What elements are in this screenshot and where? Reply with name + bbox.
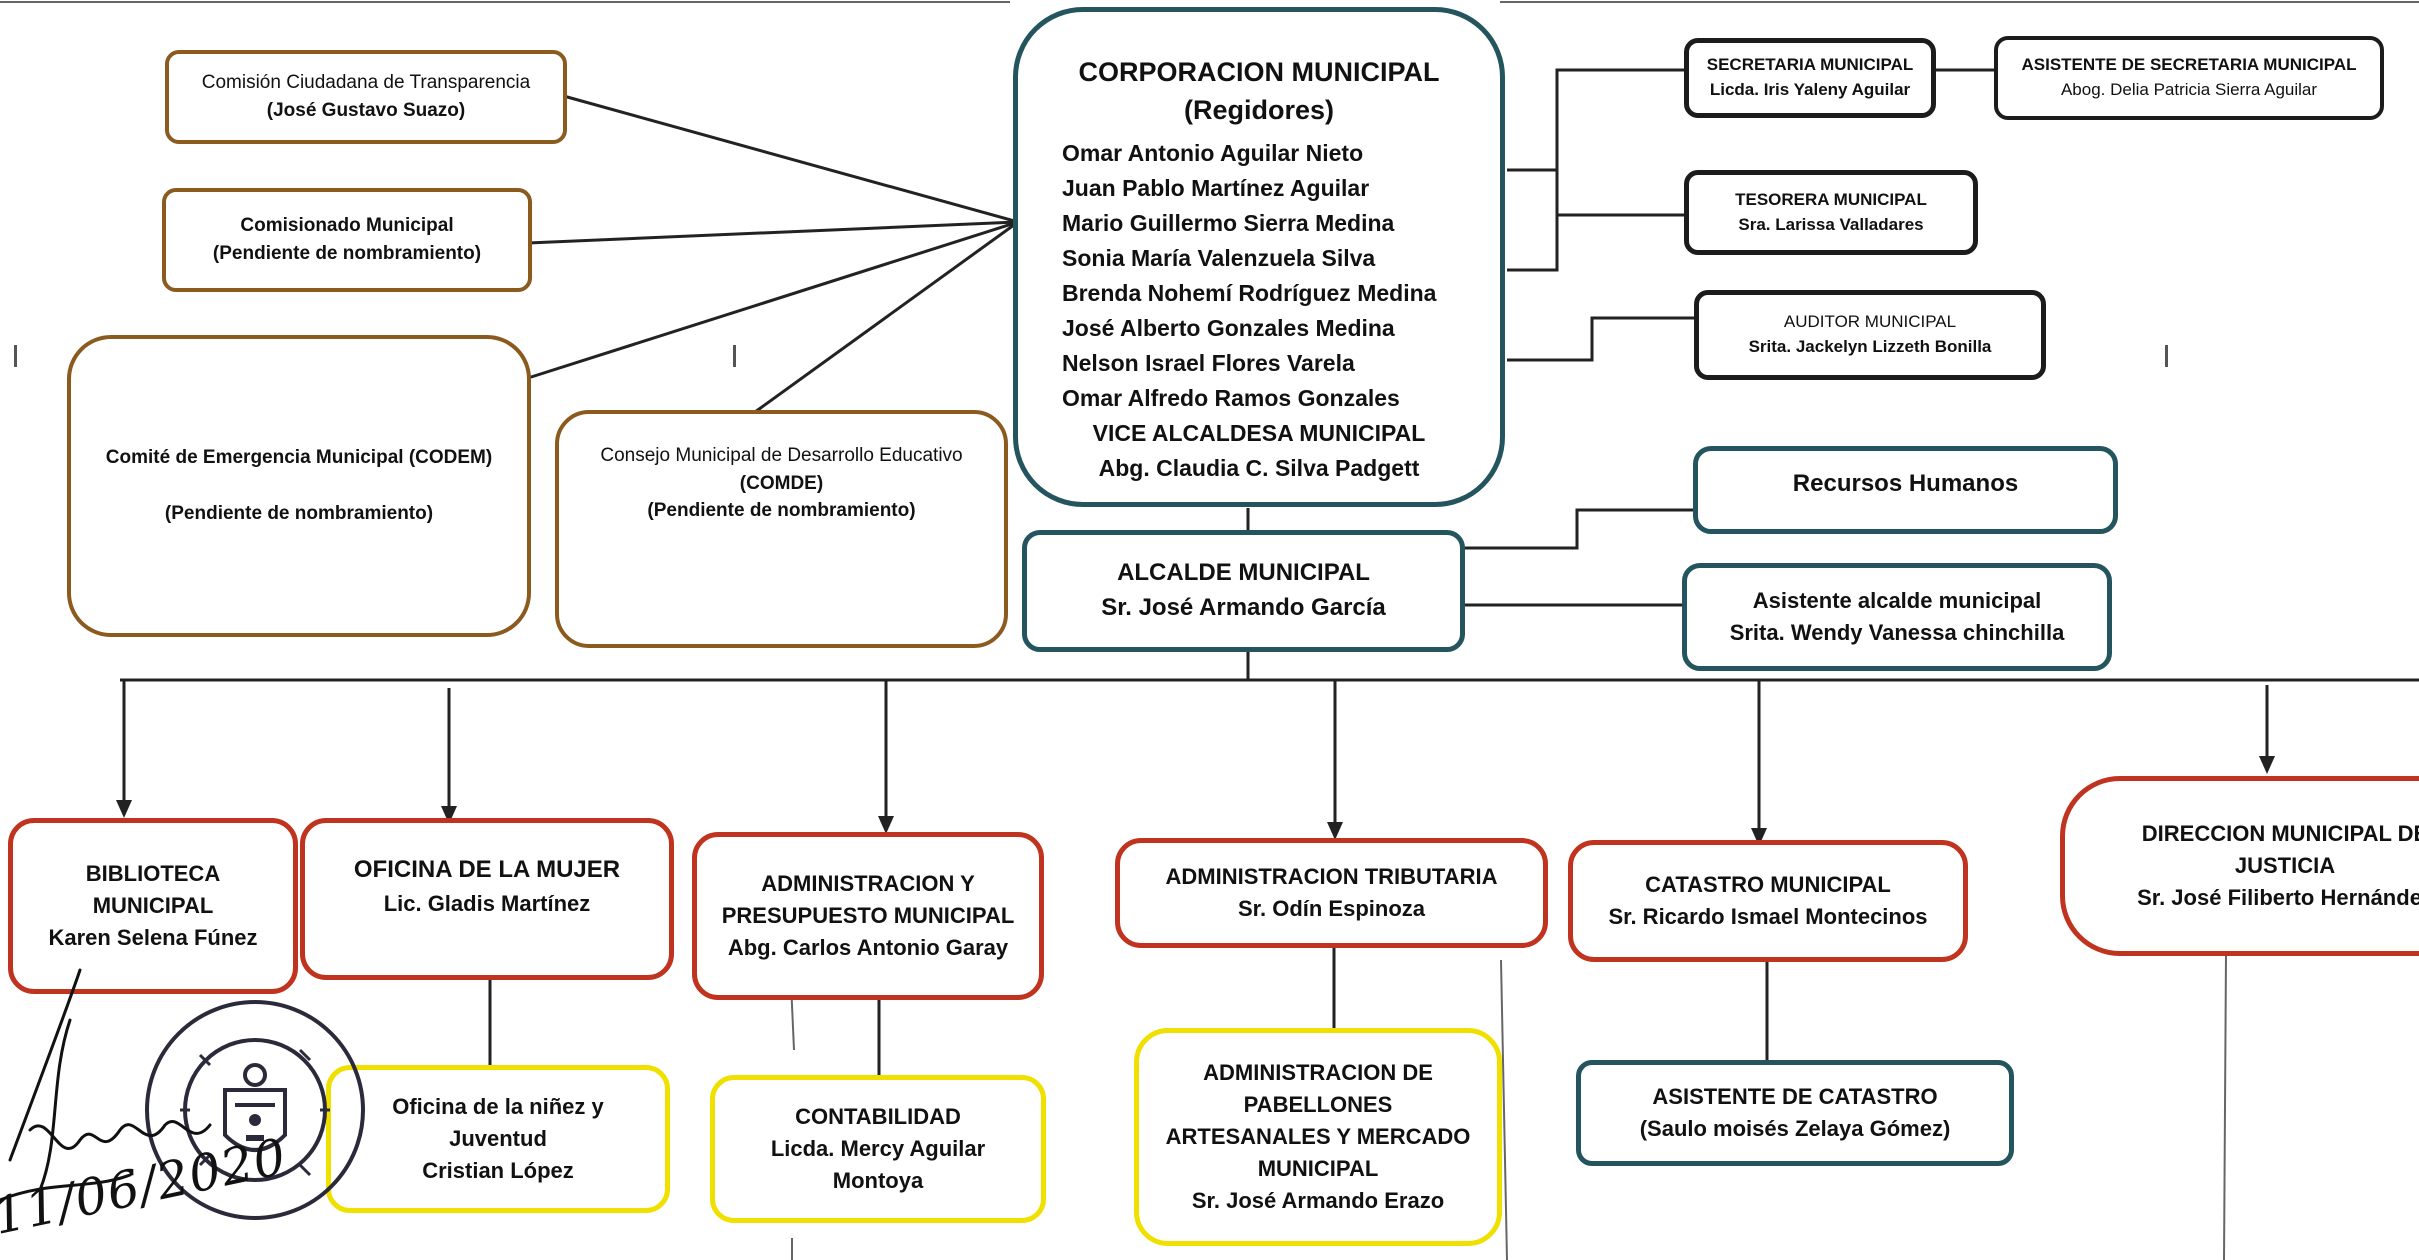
codem-box[interactable]: Comité de Emergencia Municipal (CODEM) (… — [67, 335, 531, 637]
administracion-tributaria-box[interactable]: ADMINISTRACION TRIBUTARIA Sr. Odín Espin… — [1115, 838, 1548, 948]
scan-mark — [733, 345, 736, 367]
regidor-name: Omar Alfredo Ramos Gonzales — [1062, 384, 1400, 411]
contabilidad-box[interactable]: CONTABILIDAD Licda. Mercy Aguilar Montoy… — [710, 1075, 1046, 1223]
regidor-name: Sonia María Valenzuela Silva — [1062, 244, 1376, 271]
pabellones-mercado-box[interactable]: ADMINISTRACION DE PABELLONES ARTESANALES… — [1134, 1028, 1502, 1246]
vice-alcaldesa: VICE ALCALDESA MUNICIPAL Abg. Claudia C.… — [1092, 419, 1426, 481]
secretaria-municipal-box[interactable]: SECRETARIA MUNICIPAL Licda. Iris Yaleny … — [1684, 38, 1936, 118]
regidor-name: Juan Pablo Martínez Aguilar — [1062, 174, 1370, 201]
regidor-name: Omar Antonio Aguilar Nieto — [1062, 139, 1364, 166]
scan-mark — [14, 345, 17, 367]
direccion-justicia-box[interactable]: DIRECCION MUNICIPAL DE JUSTICIA Sr. José… — [2060, 776, 2419, 956]
oficina-ninez-juventud-box[interactable]: Oficina de la niñez y Juventud Cristian … — [326, 1065, 670, 1213]
corporacion-municipal-box[interactable]: CORPORACION MUNICIPAL (Regidores) Omar A… — [1013, 7, 1505, 507]
auditor-municipal-box[interactable]: AUDITOR MUNICIPAL Srita. Jackelyn Lizzet… — [1694, 290, 2046, 380]
regidor-name: Mario Guillermo Sierra Medina — [1062, 209, 1395, 236]
tesorera-municipal-box[interactable]: TESORERA MUNICIPAL Sra. Larissa Valladar… — [1684, 170, 1978, 255]
alcalde-municipal-box[interactable]: ALCALDE MUNICIPAL Sr. José Armando Garcí… — [1022, 530, 1465, 652]
regidores-list: Omar Antonio Aguilar Nieto Juan Pablo Ma… — [1062, 136, 1436, 416]
asistente-alcalde-box[interactable]: Asistente alcalde municipal Srita. Wendy… — [1682, 563, 2112, 671]
biblioteca-municipal-box[interactable]: BIBLIOTECA MUNICIPAL Karen Selena Fúnez — [8, 818, 298, 994]
asistente-catastro-box[interactable]: ASISTENTE DE CATASTRO (Saulo moisés Zela… — [1576, 1060, 2014, 1166]
asistente-secretaria-box[interactable]: ASISTENTE DE SECRETARIA MUNICIPAL Abog. … — [1994, 36, 2384, 120]
comde-box[interactable]: Consejo Municipal de Desarrollo Educativ… — [555, 410, 1008, 648]
handwritten-signature — [0, 968, 212, 1202]
comision-transparencia-box[interactable]: Comisión Ciudadana de Transparencia (Jos… — [165, 50, 567, 144]
regidor-name: José Alberto Gonzales Medina — [1062, 314, 1395, 341]
catastro-municipal-box[interactable]: CATASTRO MUNICIPAL Sr. Ricardo Ismael Mo… — [1568, 840, 1968, 962]
recursos-humanos-box[interactable]: Recursos Humanos — [1693, 446, 2118, 534]
municipal-seal-stamp — [145, 1000, 365, 1220]
scan-mark — [2165, 345, 2168, 367]
regidor-name: Brenda Nohemí Rodríguez Medina — [1062, 279, 1437, 306]
administracion-presupuesto-box[interactable]: ADMINISTRACION Y PRESUPUESTO MUNICIPAL A… — [692, 832, 1044, 1000]
oficina-mujer-box[interactable]: OFICINA DE LA MUJER Lic. Gladis Martínez — [300, 818, 674, 980]
comisionado-municipal-box[interactable]: Comisionado Municipal (Pendiente de nomb… — [162, 188, 532, 292]
corporacion-title: CORPORACION MUNICIPAL (Regidores) — [1078, 57, 1440, 125]
regidor-name: Nelson Israel Flores Varela — [1062, 349, 1355, 376]
